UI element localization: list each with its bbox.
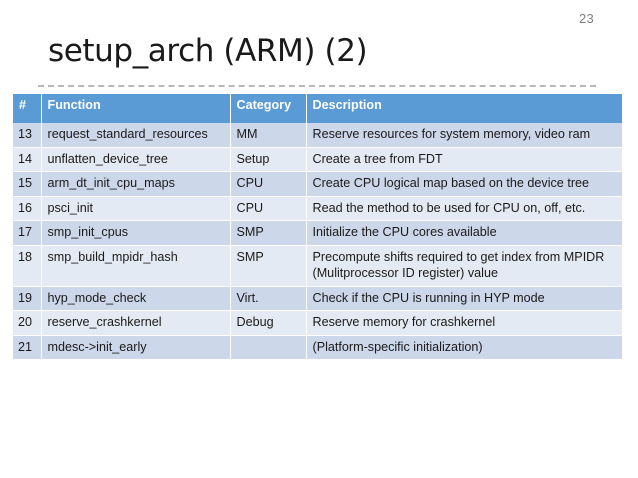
cell-category: SMP: [230, 245, 307, 287]
table-header-row: # Function Category Description: [13, 94, 622, 123]
cell-function: psci_init: [41, 196, 231, 221]
cell-function: smp_build_mpidr_hash: [41, 245, 231, 287]
column-header-description: Description: [306, 94, 622, 123]
column-header-function: Function: [41, 94, 231, 123]
cell-function: unflatten_device_tree: [41, 147, 231, 172]
page-title: setup_arch (ARM) (2): [48, 33, 368, 69]
cell-description: Reserve memory for crashkernel: [306, 310, 622, 336]
cell-num: 18: [13, 245, 42, 287]
cell-num: 13: [13, 123, 42, 148]
table-header: # Function Category Description: [13, 94, 622, 123]
cell-category: CPU: [230, 171, 307, 197]
cell-function: mdesc->init_early: [41, 335, 231, 359]
cell-num: 17: [13, 220, 42, 246]
cell-description: Check if the CPU is running in HYP mode: [306, 286, 622, 311]
cell-category: Setup: [230, 147, 307, 172]
cell-num: 14: [13, 147, 42, 172]
cell-description: Reserve resources for system memory, vid…: [306, 123, 622, 148]
cell-num: 16: [13, 196, 42, 221]
cell-category: SMP: [230, 220, 307, 246]
cell-category: Debug: [230, 310, 307, 336]
cell-description: Precompute shifts required to get index …: [306, 245, 622, 287]
cell-function: arm_dt_init_cpu_maps: [41, 171, 231, 197]
cell-category: Virt.: [230, 286, 307, 311]
column-header-category: Category: [230, 94, 307, 123]
cell-num: 20: [13, 310, 42, 336]
cell-description: Read the method to be used for CPU on, o…: [306, 196, 622, 221]
cell-function: request_standard_resources: [41, 123, 231, 148]
cell-num: 15: [13, 171, 42, 197]
cell-category: MM: [230, 123, 307, 148]
cell-description: Create CPU logical map based on the devi…: [306, 171, 622, 197]
cell-category: [230, 335, 307, 359]
cell-num: 21: [13, 335, 42, 359]
cell-num: 19: [13, 286, 42, 311]
cell-description: (Platform-specific initialization): [306, 335, 622, 359]
cell-description: Initialize the CPU cores available: [306, 220, 622, 246]
page-number: 23: [578, 11, 594, 26]
cell-function: smp_init_cpus: [41, 220, 231, 246]
cell-category: CPU: [230, 196, 307, 221]
column-header-num: #: [13, 94, 42, 123]
cell-description: Create a tree from FDT: [306, 147, 622, 172]
dashed-divider: [38, 85, 596, 87]
cell-function: reserve_crashkernel: [41, 310, 231, 336]
cell-function: hyp_mode_check: [41, 286, 231, 311]
